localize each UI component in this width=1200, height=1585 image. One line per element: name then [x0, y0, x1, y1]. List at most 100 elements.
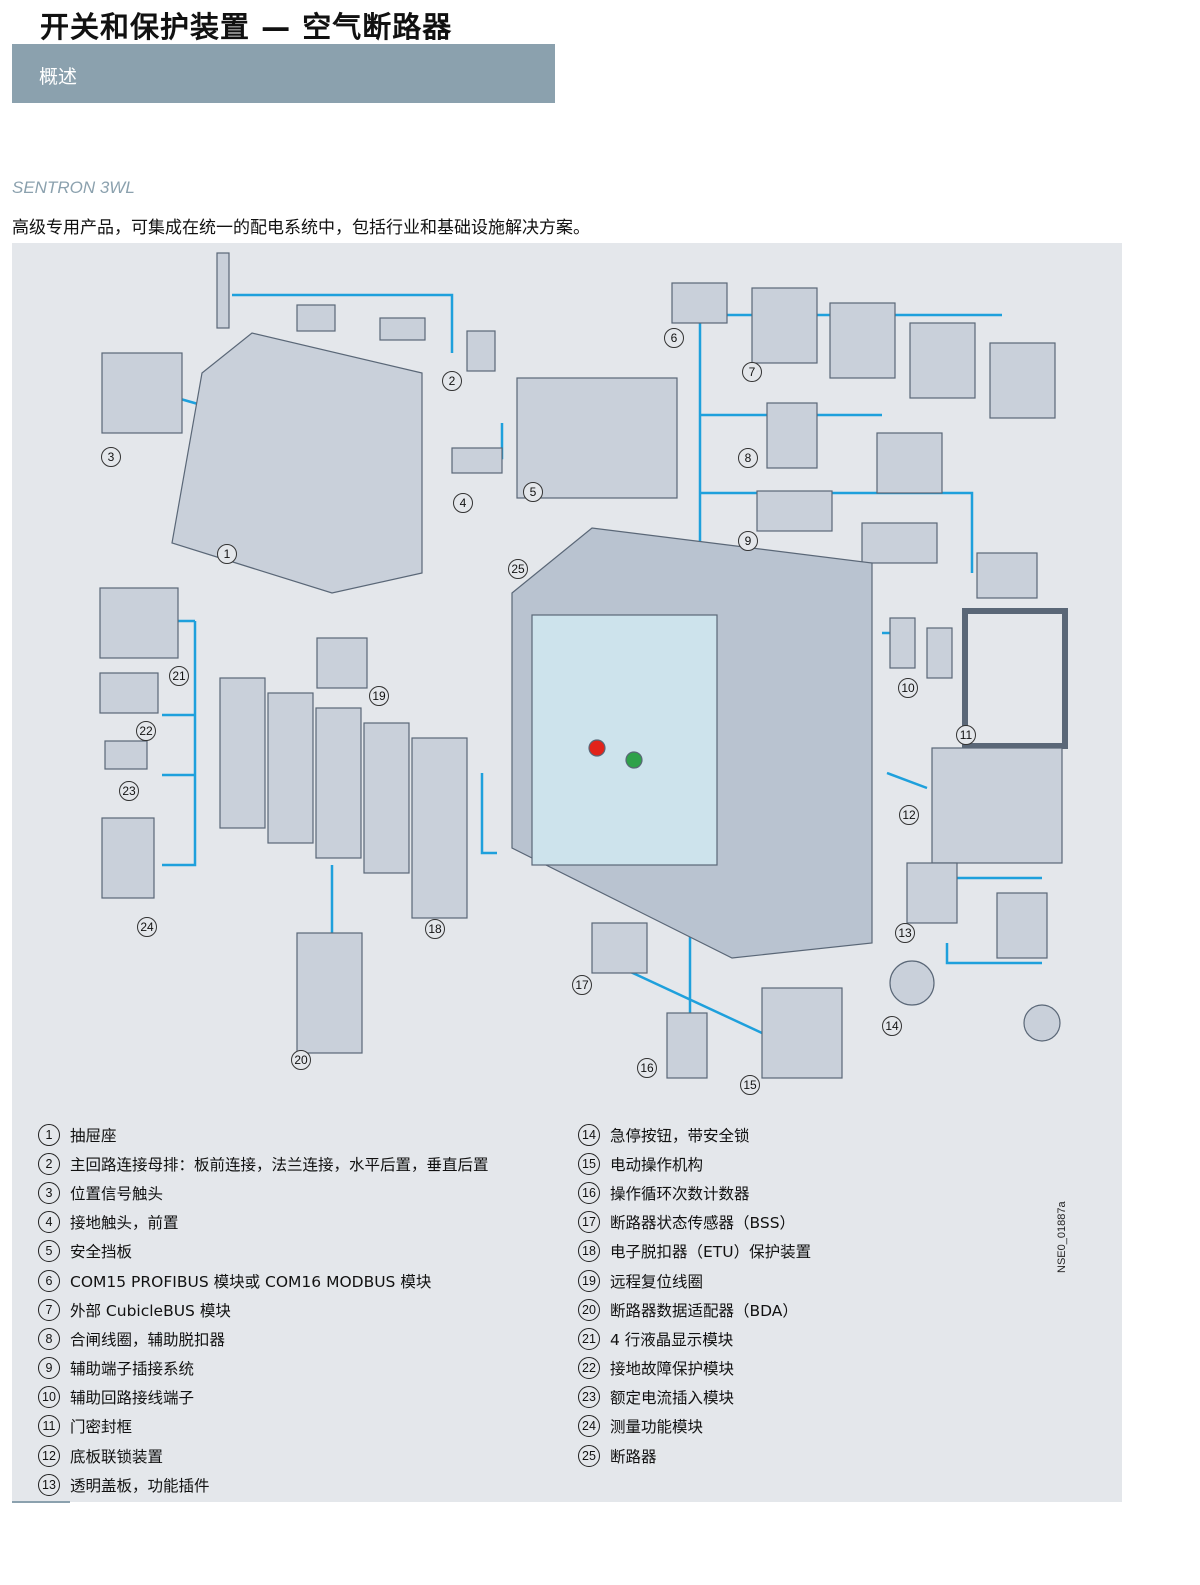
section-title: 概述 [39, 66, 78, 88]
product-name: SENTRON 3WL [12, 178, 135, 197]
legend-text: 测量功能模块 [610, 1418, 704, 1437]
legend-number: 5 [38, 1240, 60, 1263]
legend-number: 4 [38, 1211, 60, 1234]
legend-text: 急停按钮，带安全锁 [610, 1126, 750, 1145]
callout-5: 5 [523, 482, 543, 502]
legend-text: 辅助回路接线端子 [70, 1389, 195, 1408]
legend-number: 1 [38, 1123, 60, 1146]
legend-item: 4 接地触头，前置 [38, 1208, 489, 1237]
callout-8: 8 [738, 448, 758, 468]
legend-item: 20 断路器数据适配器（BDA） [578, 1295, 811, 1324]
callout-24: 24 [137, 917, 157, 937]
legend-text: 远程复位线圈 [610, 1272, 704, 1291]
legend-text: 位置信号触头 [70, 1184, 164, 1203]
legend-text: 断路器状态传感器（BSS） [610, 1214, 796, 1233]
legend-item: 25 断路器 [578, 1441, 811, 1470]
callout-3: 3 [101, 447, 121, 467]
legend-item: 13 透明盖板，功能插件 [38, 1470, 489, 1499]
legend-item: 11 门密封框 [38, 1412, 489, 1441]
callout-14: 14 [882, 1016, 902, 1036]
legend-item: 23 额定电流插入模块 [578, 1383, 811, 1412]
legend-text: 4 行液晶显示模块 [610, 1330, 734, 1349]
legend-text: 门密封框 [70, 1418, 133, 1437]
component-illustration [99, 252, 1068, 1079]
legend-item: 17 断路器状态传感器（BSS） [578, 1208, 811, 1237]
legend-text: 辅助端子插接系统 [70, 1360, 195, 1379]
legend-item: 15 电动操作机构 [578, 1149, 811, 1178]
legend-item: 18 电子脱扣器（ETU）保护装置 [578, 1237, 811, 1266]
legend-item: 7 外部 CubicleBUS 模块 [38, 1295, 489, 1324]
callout-9: 9 [738, 531, 758, 551]
legend-number: 25 [578, 1444, 600, 1467]
legend-number: 19 [578, 1269, 600, 1292]
divider [12, 1501, 70, 1503]
legend-number: 17 [578, 1211, 600, 1234]
legend-number: 20 [578, 1298, 600, 1321]
product-intro: 高级专用产品，可集成在统一的配电系统中，包括行业和基础设施解决方案。 [12, 218, 590, 238]
callout-4: 4 [453, 493, 473, 513]
legend-item: 9 辅助端子插接系统 [38, 1354, 489, 1383]
legend-item: 6 COM15 PROFIBUS 模块或 COM16 MODBUS 模块 [38, 1266, 489, 1295]
callout-2: 2 [442, 371, 462, 391]
legend-number: 15 [578, 1152, 600, 1175]
callout-15: 15 [740, 1075, 760, 1095]
legend-item: 16 操作循环次数计数器 [578, 1178, 811, 1207]
legend-text: 断路器数据适配器（BDA） [610, 1301, 798, 1320]
callout-11: 11 [956, 725, 976, 745]
legend-text: 断路器 [610, 1447, 657, 1466]
legend-text: 电子脱扣器（ETU）保护装置 [610, 1243, 812, 1262]
page-title: 开关和保护装置 — 空气断路器 [40, 10, 453, 44]
legend-number: 21 [578, 1327, 600, 1350]
callout-12: 12 [899, 805, 919, 825]
legend-number: 10 [38, 1386, 60, 1409]
callout-19: 19 [369, 686, 389, 706]
legend-number: 8 [38, 1327, 60, 1350]
callout-10: 10 [898, 678, 918, 698]
legend-right: 14 急停按钮，带安全锁 15 电动操作机构 16 操作循环次数计数器 17 断路器状态传感器… [578, 1120, 811, 1470]
legend-number: 6 [38, 1269, 60, 1292]
legend-number: 13 [38, 1473, 60, 1496]
legend-number: 22 [578, 1357, 600, 1380]
legend-item: 2 主回路连接母排：板前连接，法兰连接，水平后置，垂直后置 [38, 1149, 489, 1178]
callout-17: 17 [572, 975, 592, 995]
figure-code: NSE0_01887a [1056, 1201, 1068, 1273]
legend-number: 18 [578, 1240, 600, 1263]
component-shapes [99, 252, 1068, 1079]
callout-16: 16 [637, 1058, 657, 1078]
legend-number: 14 [578, 1123, 600, 1146]
legend-number: 23 [578, 1386, 600, 1409]
callout-22: 22 [136, 721, 156, 741]
legend-text: 底板联锁装置 [70, 1447, 164, 1466]
legend-text: 电动操作机构 [610, 1155, 704, 1174]
legend-item: 10 辅助回路接线端子 [38, 1383, 489, 1412]
legend-text: 额定电流插入模块 [610, 1389, 735, 1408]
section-band: 概述 [12, 44, 555, 103]
legend-number: 2 [38, 1152, 60, 1175]
legend-text: 主回路连接母排：板前连接，法兰连接，水平后置，垂直后置 [70, 1155, 489, 1174]
legend-text: 接地触头，前置 [70, 1214, 179, 1233]
callout-1: 1 [217, 544, 237, 564]
legend-number: 7 [38, 1298, 60, 1321]
callout-25: 25 [508, 559, 528, 579]
legend-text: COM15 PROFIBUS 模块或 COM16 MODBUS 模块 [70, 1272, 432, 1291]
legend-item: 19 远程复位线圈 [578, 1266, 811, 1295]
legend-number: 9 [38, 1357, 60, 1380]
legend-text: 透明盖板，功能插件 [70, 1476, 210, 1495]
legend-number: 16 [578, 1181, 600, 1204]
callout-7: 7 [742, 362, 762, 382]
legend-text: 操作循环次数计数器 [610, 1184, 750, 1203]
callout-20: 20 [291, 1050, 311, 1070]
legend-item: 14 急停按钮，带安全锁 [578, 1120, 811, 1149]
legend-item: 8 合闸线圈，辅助脱扣器 [38, 1324, 489, 1353]
legend-text: 外部 CubicleBUS 模块 [70, 1301, 231, 1320]
callout-21: 21 [169, 666, 189, 686]
legend-number: 11 [38, 1415, 60, 1438]
legend-text: 合闸线圈，辅助脱扣器 [70, 1330, 226, 1349]
